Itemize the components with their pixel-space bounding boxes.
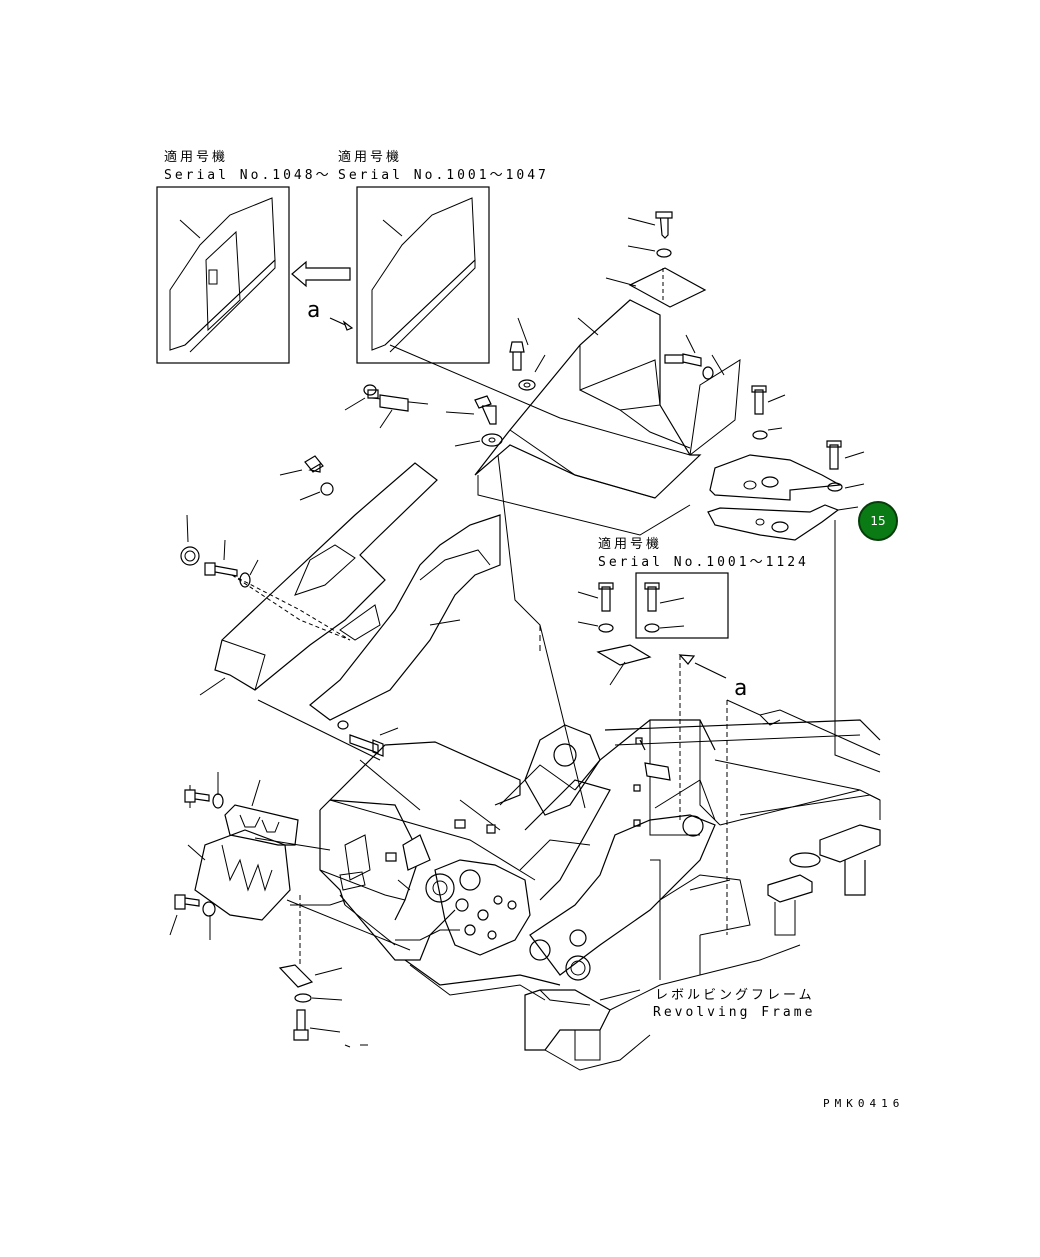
view-marker-a-lower: a [734,676,748,701]
left-guard-assembly [180,455,501,761]
variant-arrow [291,260,351,288]
frame-label-jp: レボルビングフレーム [655,988,815,1003]
serial-middle-number: Serial No.1001～1047 [338,168,549,183]
variant-box-left [156,186,290,364]
variant-box-middle [356,186,490,364]
drawing-code: PMK0416 [823,1097,905,1110]
view-marker-a-upper: a [307,298,321,323]
part-callout-15[interactable]: 15 [858,501,898,541]
upper-cover-assembly [445,211,786,536]
revolving-frame [319,699,881,1071]
right-bracket [707,440,881,773]
lower-left-parts [169,772,368,1048]
variant-box-right [635,572,729,639]
serial-middle-jp: 適用号機 [338,150,403,165]
frame-label-en: Revolving Frame [653,1005,816,1020]
guide-lines [286,344,691,951]
serial-left-number: Serial No.1048～ [164,168,332,183]
serial-right-number: Serial No.1001～1124 [598,555,809,570]
serial-right-jp: 適用号機 [598,537,663,552]
serial-left-jp: 適用号機 [164,150,229,165]
